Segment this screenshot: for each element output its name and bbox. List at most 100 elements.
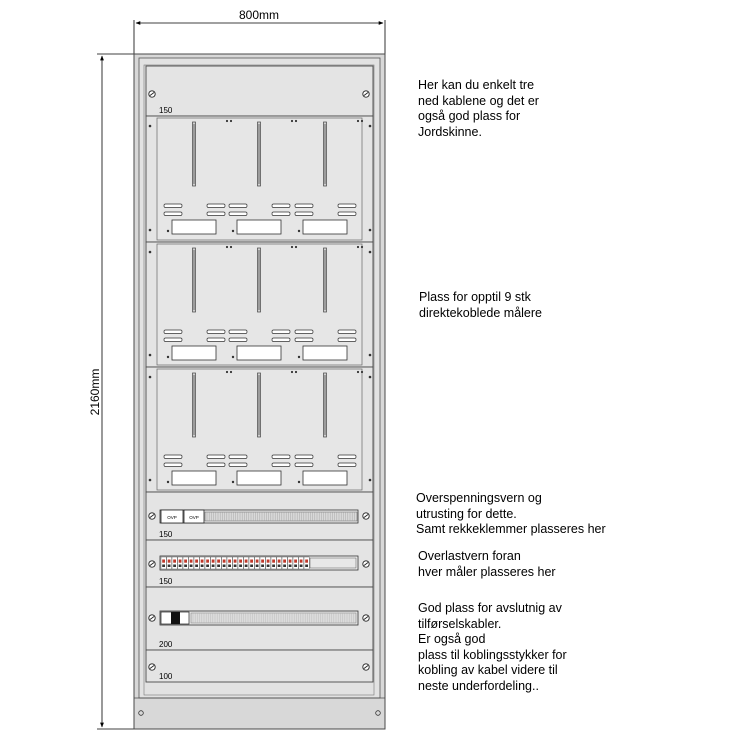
section-meter-row-3: 400 — [145, 366, 374, 493]
terminal-bar — [206, 329, 226, 334]
surge-arrester — [160, 509, 184, 524]
note-line: neste underfordeling.. — [418, 678, 539, 693]
breaker-toggle — [189, 559, 193, 563]
breaker-module — [254, 556, 260, 570]
breaker-module — [298, 556, 304, 570]
terminal-bar — [163, 337, 183, 342]
breaker-module — [160, 556, 167, 570]
plate-dot — [231, 229, 235, 233]
plate-dot — [231, 355, 235, 359]
breaker-module — [303, 556, 310, 570]
screw-slot — [149, 616, 155, 620]
breaker-toggle — [266, 559, 270, 563]
terminal-bar — [163, 211, 183, 216]
plate-dot — [297, 355, 301, 359]
height-label: 2160mm — [88, 369, 102, 416]
plate-dot — [225, 119, 229, 123]
breaker-terminal — [206, 564, 209, 567]
screw-icon — [362, 614, 370, 622]
breaker-module — [199, 556, 205, 570]
breaker-terminal — [167, 564, 171, 567]
breaker-terminal — [244, 564, 248, 567]
breaker-module — [287, 556, 293, 570]
terminal-bar — [337, 337, 357, 342]
terminal-bar — [337, 329, 357, 334]
terminal-bar — [271, 211, 291, 216]
note-line: hver måler plasseres her — [418, 564, 556, 579]
terminal-bar — [294, 211, 314, 216]
terminal-bar — [163, 203, 183, 208]
meter-slot — [294, 370, 364, 486]
screw-icon — [148, 90, 156, 98]
breaker-module — [221, 556, 227, 570]
spare-rail-space — [190, 612, 357, 624]
section-panel — [145, 649, 374, 683]
breaker-toggle — [283, 559, 286, 563]
meter-slot — [228, 370, 298, 486]
breaker-toggle — [173, 559, 176, 563]
breaker-terminal — [173, 564, 176, 567]
note-line: God plass for avslutnig av — [418, 601, 562, 615]
screw-icon — [148, 663, 156, 671]
screw-icon — [148, 614, 156, 622]
terminal-bar — [163, 329, 183, 334]
note-line: Er også god — [418, 632, 486, 646]
breaker-module — [166, 556, 172, 570]
rail-dot — [368, 478, 372, 482]
terminal-bar — [163, 454, 183, 459]
breaker-terminal — [266, 564, 270, 567]
note-line: Jordskinne. — [418, 124, 482, 139]
plate-dot — [297, 229, 301, 233]
plate-dot — [297, 480, 301, 484]
breaker-terminal — [217, 564, 220, 567]
breaker-module — [265, 556, 271, 570]
breaker-module — [276, 556, 282, 570]
terminal-bar — [294, 462, 314, 467]
screw-slot — [363, 562, 369, 566]
breaker-module — [204, 556, 211, 570]
terminal-bar — [228, 462, 248, 467]
section-height-label: 100 — [159, 672, 173, 681]
breaker-terminal — [195, 564, 198, 567]
breaker-terminal — [233, 564, 237, 567]
meter-slot — [163, 245, 233, 361]
breaker-module — [171, 556, 178, 570]
meter-label-plate — [236, 470, 282, 486]
terminal-bar — [228, 454, 248, 459]
screw-icon — [148, 560, 156, 568]
plate-dot — [290, 245, 294, 249]
terminal-bar — [294, 337, 314, 342]
plate-dot — [294, 245, 298, 249]
rail-dot — [368, 124, 372, 128]
plate-dot — [356, 245, 360, 249]
rail-dot — [368, 250, 372, 254]
plate-dot — [166, 480, 170, 484]
terminal-bar — [228, 329, 248, 334]
note-line: direktekoblede målere — [419, 305, 542, 320]
section-meter-row-2: 400 — [145, 241, 374, 368]
breaker-terminal — [250, 564, 253, 567]
breaker-module — [226, 556, 233, 570]
breaker-toggle — [294, 559, 297, 563]
terminal-bar — [206, 462, 226, 467]
breaker-toggle — [244, 559, 248, 563]
height-dimension: 2160mm — [88, 53, 134, 730]
screw-slot — [149, 92, 155, 96]
screw-icon — [362, 512, 370, 520]
terminal-bar — [163, 462, 183, 467]
breaker-module — [259, 556, 266, 570]
terminal-bar — [206, 211, 226, 216]
section-meter-row-1: 400 — [145, 115, 374, 243]
section-top: 150 — [145, 65, 374, 117]
plate-dot — [356, 119, 360, 123]
terminal-bar — [294, 454, 314, 459]
terminal-bar — [294, 329, 314, 334]
meter-slot — [163, 119, 233, 235]
breaker-toggle — [255, 559, 259, 563]
screw-slot — [149, 514, 155, 518]
breaker-terminal — [178, 564, 182, 567]
breaker-toggle — [222, 559, 226, 563]
